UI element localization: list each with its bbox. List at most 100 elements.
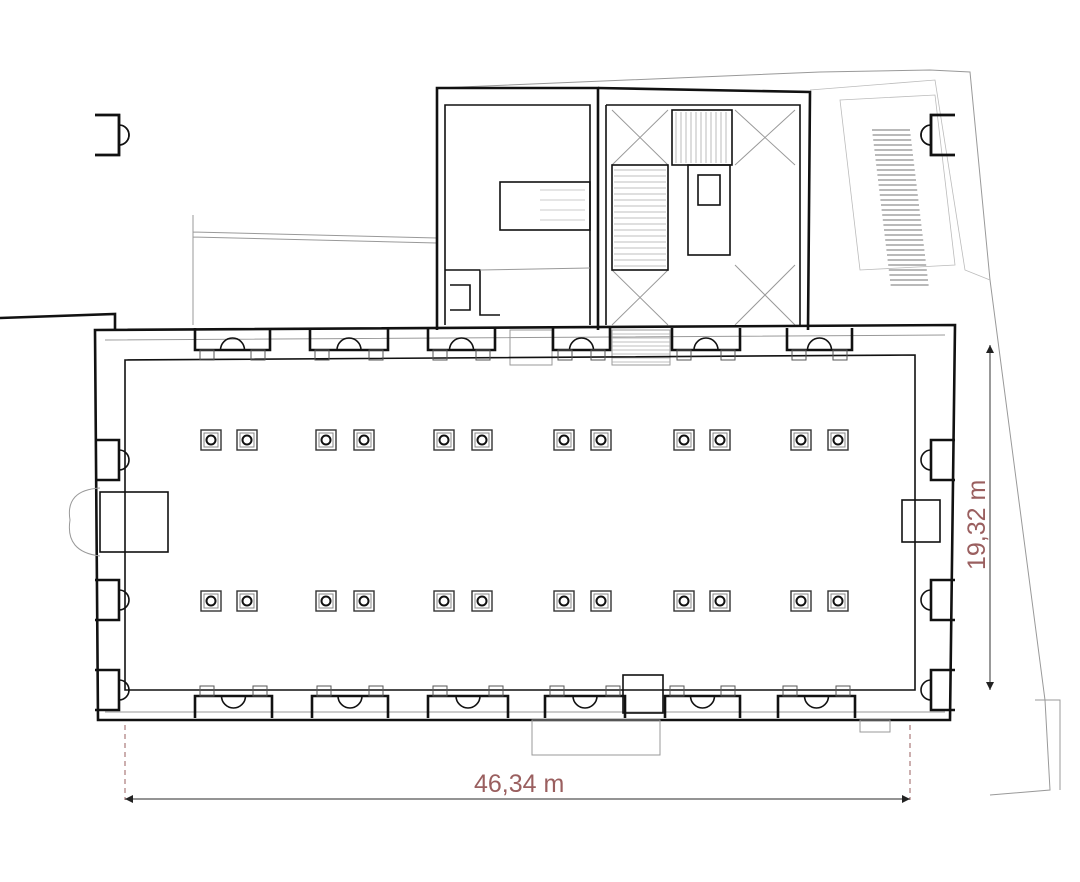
column-base [236, 429, 258, 451]
pilaster [920, 438, 955, 482]
column-plinth [239, 593, 255, 609]
column-base [553, 429, 575, 451]
pilaster-niche [689, 695, 716, 709]
column-shaft [438, 434, 450, 446]
south-annex [531, 719, 661, 756]
pilaster [543, 685, 627, 718]
column-shaft [320, 434, 332, 446]
column [200, 590, 222, 612]
pilaster-base [605, 685, 621, 697]
pilaster-base [557, 349, 573, 361]
column-shaft [476, 595, 488, 607]
column-base [353, 590, 375, 612]
pilaster [95, 113, 130, 157]
pilaster-outline [776, 694, 857, 718]
pilaster-niche [920, 589, 932, 611]
pilaster-base [832, 349, 848, 361]
column-base [790, 590, 812, 612]
column-plinth [436, 593, 452, 609]
column-base [200, 590, 222, 612]
west-vestibule [99, 491, 169, 553]
column-base [200, 429, 222, 451]
pilaster-outline [95, 438, 121, 482]
column [790, 429, 812, 451]
pilaster-niche [803, 695, 830, 709]
pilaster-outline [95, 578, 121, 622]
column-base [433, 429, 455, 451]
pilaster-niche [118, 124, 130, 146]
column-shaft [558, 434, 570, 446]
pilaster [95, 113, 130, 157]
column-shaft [714, 434, 726, 446]
pilaster [308, 328, 390, 361]
column [790, 590, 812, 612]
column-base [827, 590, 849, 612]
pilaster-base [590, 349, 606, 361]
column-base [709, 590, 731, 612]
column [673, 429, 695, 451]
column [590, 429, 612, 451]
pilaster-niche [219, 337, 246, 351]
column-shaft [476, 434, 488, 446]
pilaster [920, 113, 955, 157]
pilaster [193, 328, 272, 361]
column-base [315, 590, 337, 612]
column [471, 590, 493, 612]
elevator [697, 174, 721, 206]
column-plinth [593, 432, 609, 448]
column [433, 590, 455, 612]
column-base [673, 590, 695, 612]
column-shaft [795, 434, 807, 446]
column-shaft [438, 595, 450, 607]
column [553, 590, 575, 612]
pilaster [670, 328, 742, 361]
pilaster [426, 685, 510, 718]
pilaster [95, 668, 130, 712]
column-plinth [556, 432, 572, 448]
column-plinth [436, 432, 452, 448]
column [315, 429, 337, 451]
pilaster-base [791, 349, 807, 361]
column-base [553, 590, 575, 612]
column [315, 590, 337, 612]
pilaster-base [368, 685, 384, 697]
columns [200, 429, 849, 612]
column-base [590, 590, 612, 612]
pilaster-niche [220, 695, 247, 709]
pilaster-niche [806, 337, 833, 351]
column-shaft [205, 595, 217, 607]
pilaster-base [432, 685, 448, 697]
pilaster-outline [95, 668, 121, 712]
annex-room [435, 86, 600, 330]
pilaster-outline [929, 113, 955, 157]
column-plinth [712, 432, 728, 448]
pilaster-niche [920, 124, 932, 146]
column-shaft [714, 595, 726, 607]
pilaster-base [432, 349, 448, 361]
pilaster-base [199, 685, 215, 697]
pilaster [551, 328, 612, 361]
column [709, 590, 731, 612]
column [827, 590, 849, 612]
column-plinth [830, 432, 846, 448]
pilaster [95, 438, 130, 482]
stair-treads [612, 112, 727, 363]
column-base [471, 590, 493, 612]
column [353, 429, 375, 451]
column [471, 429, 493, 451]
pilaster-niche [568, 337, 595, 351]
stair-hall [509, 86, 812, 366]
column [433, 429, 455, 451]
pilaster-outline [193, 694, 274, 718]
column-base [433, 590, 455, 612]
column [353, 590, 375, 612]
pilaster-base [199, 349, 215, 361]
pilaster-outline [95, 113, 121, 157]
pilaster-outline [543, 694, 627, 718]
pilaster-outline [663, 694, 742, 718]
height-dimension-label: 19,32 m [963, 480, 991, 570]
pilaster-niche [920, 679, 932, 701]
column-base [353, 429, 375, 451]
